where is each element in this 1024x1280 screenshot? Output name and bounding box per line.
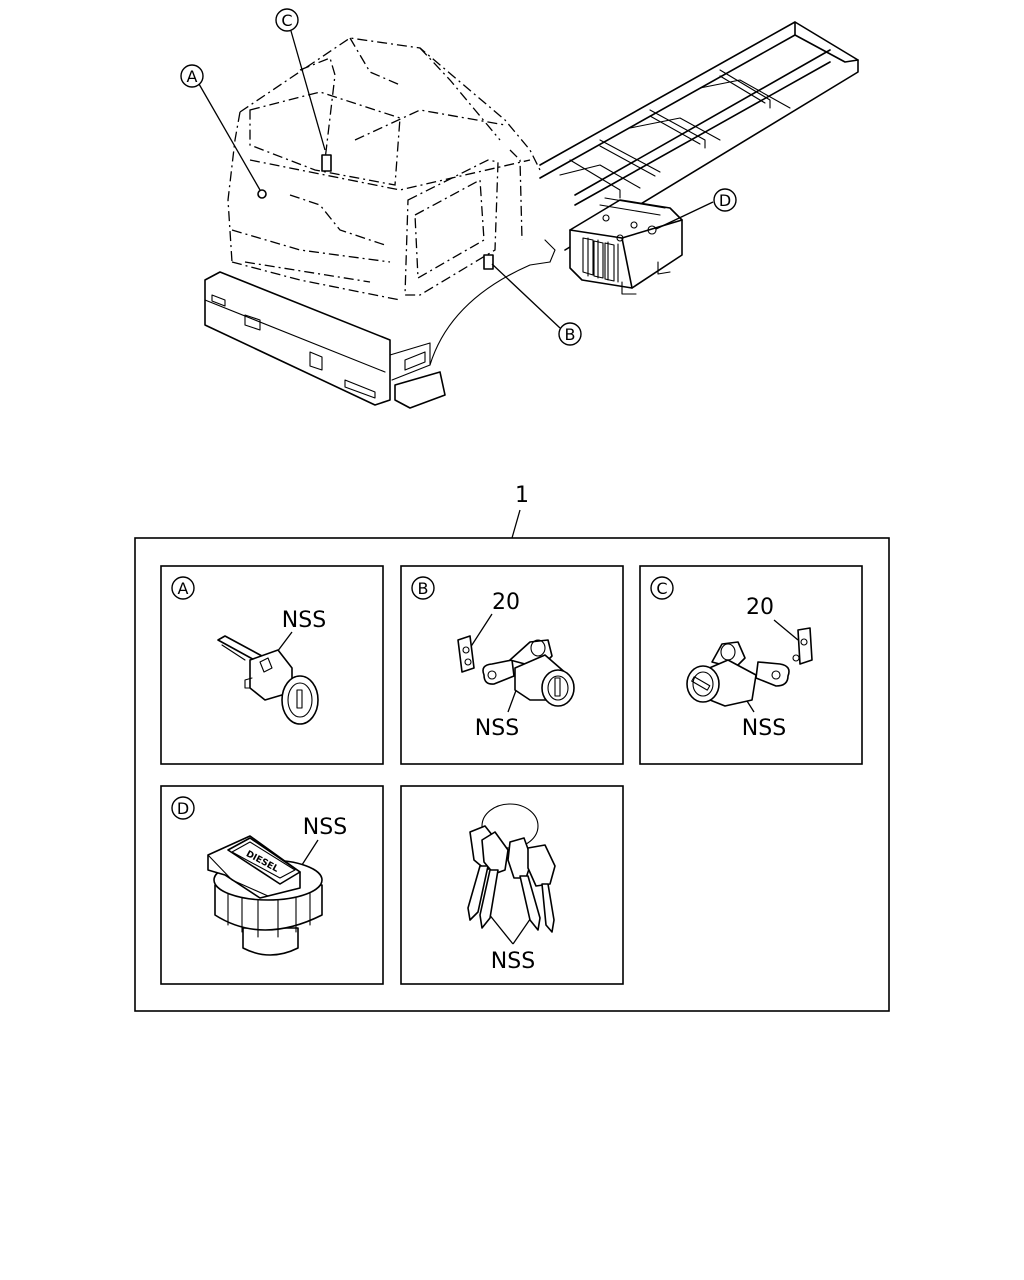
front-bumper (204, 239, 556, 409)
panel-a: A NSS (160, 565, 384, 765)
panel-c: C 20 NSS (639, 565, 863, 765)
panel-c-part-number: 20 (746, 595, 774, 620)
door-lock-b-icon (457, 635, 575, 707)
assembly-leader (511, 509, 521, 539)
door-lock-c-icon (686, 627, 813, 707)
panel-a-part-label: NSS (282, 608, 326, 633)
callout-d: D (713, 188, 737, 212)
panel-c-letter: C (656, 579, 667, 598)
passenger-door-lock-marker (321, 154, 332, 172)
panel-b-letter: B (418, 579, 429, 598)
panel-b-part-label: NSS (475, 716, 519, 741)
callout-b: B (558, 322, 582, 346)
panel-d: D NSS DIESEL (160, 785, 384, 985)
callout-b-leader (491, 263, 561, 329)
kit-outline-box (134, 537, 890, 1012)
callout-a-leader (198, 83, 261, 191)
panel-keys-part-label: NSS (491, 949, 535, 974)
fuel-cap-icon: DIESEL (207, 835, 323, 956)
chassis-frame (539, 21, 859, 251)
callout-c-label: C (281, 11, 292, 30)
callout-b-label: B (565, 325, 576, 344)
ignition-lock-icon (217, 635, 319, 725)
panel-d-part-label: NSS (303, 815, 347, 840)
callout-c: C (275, 8, 299, 32)
callout-d-label: D (719, 191, 731, 210)
callout-c-leader (290, 30, 326, 151)
panel-b-part-number: 20 (492, 590, 520, 615)
fuel-tank (569, 197, 683, 295)
panel-keys: NSS (400, 785, 624, 985)
callout-d-leader (655, 201, 714, 230)
panel-d-letter: D (177, 799, 189, 818)
ignition-location-marker (257, 189, 267, 199)
panel-c-part-label: NSS (742, 716, 786, 741)
callout-a: A (180, 64, 204, 88)
driver-door-lock-marker (483, 254, 494, 270)
truck-illustration (204, 21, 859, 409)
truck-cab (227, 37, 541, 301)
callout-a-label: A (187, 67, 198, 86)
panel-a-letter: A (178, 579, 189, 598)
assembly-number: 1 (515, 483, 529, 508)
keys-icon (467, 803, 556, 933)
panel-b: B 20 NSS (400, 565, 624, 765)
